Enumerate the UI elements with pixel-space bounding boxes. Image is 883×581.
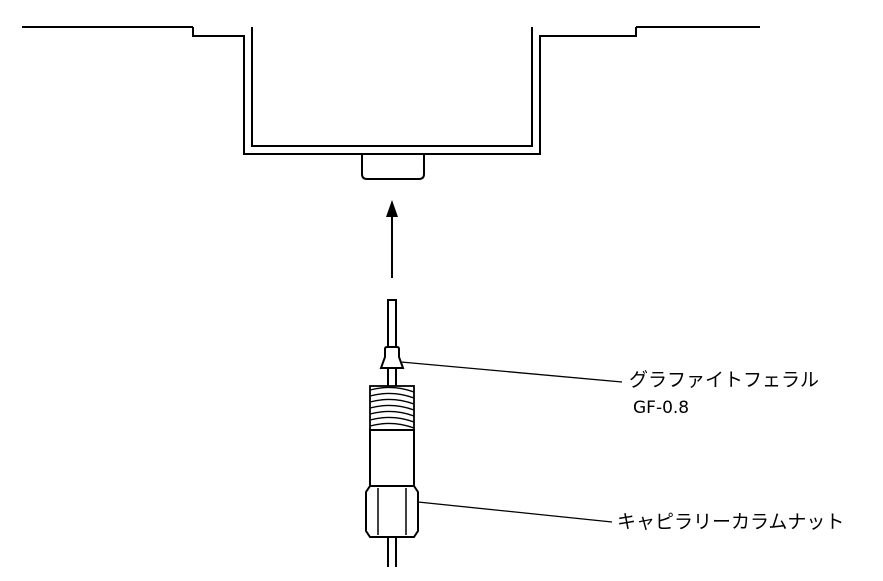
nut-thread [369,385,415,431]
graphite-ferrule [379,346,405,369]
insertion-arrow [386,200,398,278]
nut-body [369,429,415,487]
port-fitting [361,154,425,180]
capillary-column-lower [387,537,397,567]
injector-port [22,26,760,155]
ferrule-leader-line [400,361,623,383]
ferrule-code-label: GF-0.8 [633,398,690,418]
capillary-column [387,368,397,386]
nut-leader-line [417,501,613,523]
capillary-tip [387,299,397,347]
nut-hex [365,485,419,538]
ferrule-name-label: グラファイトフェラル [629,369,820,391]
nut-name-label: キャピラリーカラムナット [617,511,845,533]
